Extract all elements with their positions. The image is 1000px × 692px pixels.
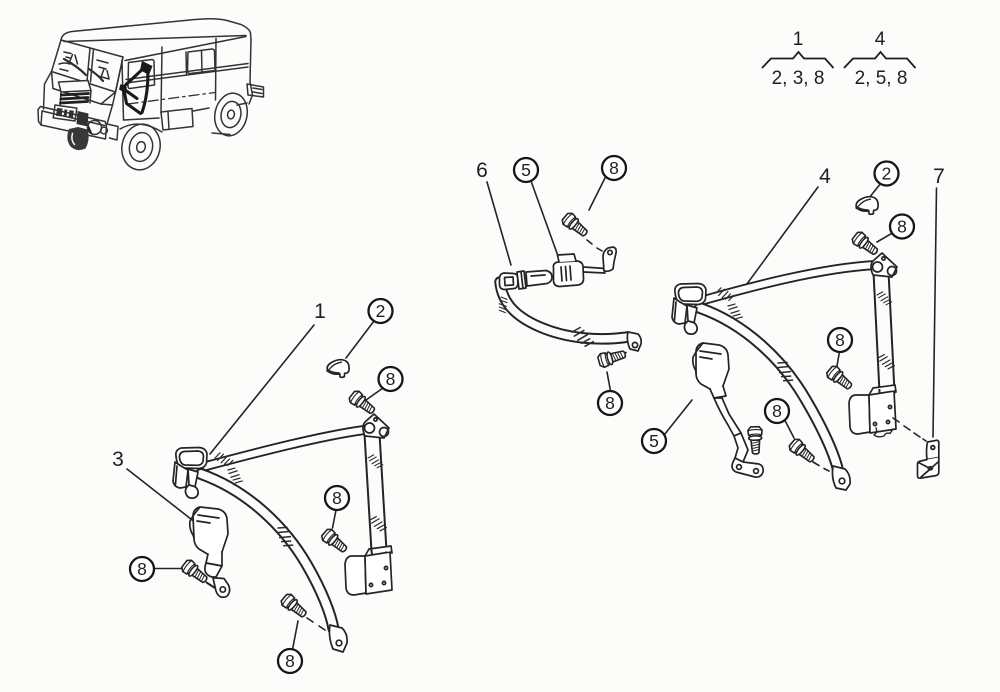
svg-text:4: 4: [819, 165, 831, 188]
svg-text:2, 3, 8: 2, 3, 8: [772, 68, 825, 89]
svg-text:5: 5: [521, 160, 531, 180]
svg-text:2, 5, 8: 2, 5, 8: [855, 68, 908, 89]
svg-text:1: 1: [793, 29, 804, 50]
svg-text:2: 2: [882, 164, 892, 184]
svg-text:8: 8: [285, 651, 295, 671]
svg-text:7: 7: [933, 165, 945, 188]
svg-text:8: 8: [386, 369, 396, 389]
svg-text:8: 8: [332, 488, 342, 508]
svg-text:3: 3: [112, 448, 124, 471]
svg-text:8: 8: [897, 217, 907, 237]
svg-text:8: 8: [609, 158, 619, 178]
svg-text:8: 8: [137, 559, 147, 579]
svg-text:5: 5: [649, 431, 659, 451]
svg-text:6: 6: [476, 159, 488, 182]
svg-text:8: 8: [772, 401, 782, 421]
svg-text:4: 4: [875, 29, 886, 50]
svg-text:8: 8: [835, 330, 845, 350]
svg-text:2: 2: [376, 301, 386, 321]
svg-text:8: 8: [605, 393, 615, 413]
svg-text:1: 1: [314, 300, 326, 323]
